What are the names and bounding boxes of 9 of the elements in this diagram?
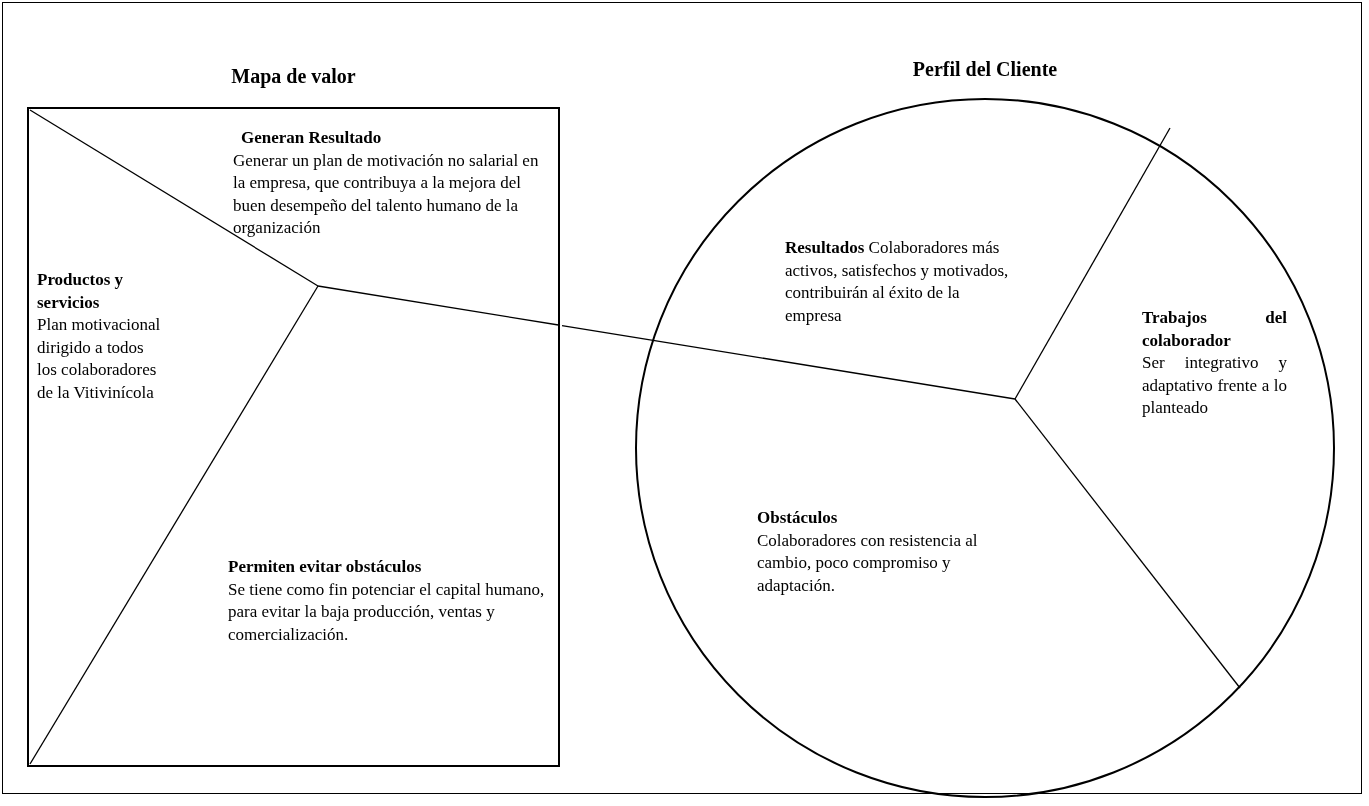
section-text: Permiten evitar obstáculos Se tiene como fin potenciar el capital humano, para evitar la baja producción, ventas y comercialización. bbox=[228, 556, 546, 646]
section-text: Productos y servicios Plan motivacional dirigido a todos los colaboradores de la Vitivinícola bbox=[37, 269, 162, 404]
panel-heading: Mapa de valor bbox=[231, 65, 356, 88]
panel-heading: Perfil del Cliente bbox=[912, 58, 1058, 81]
section-text: Obstáculos Colaboradores con resistencia al cambio, poco compromiso y adaptación. bbox=[757, 507, 1017, 597]
section-text: Resultados Colaboradores más activos, satisfechos y motivados, contribuirán al éxito de la empresa bbox=[785, 237, 1015, 327]
connector-line bbox=[561, 324, 651, 341]
section-text: Generan Resultado Generar un plan de motivación no salarial en la empresa, que contribuya a la mejora del buen desempeño del talento humano de la organización bbox=[233, 127, 553, 240]
section-text: Trabajos del colaborador Ser integrativo y adaptativo frente a lo planteado bbox=[1142, 307, 1287, 420]
